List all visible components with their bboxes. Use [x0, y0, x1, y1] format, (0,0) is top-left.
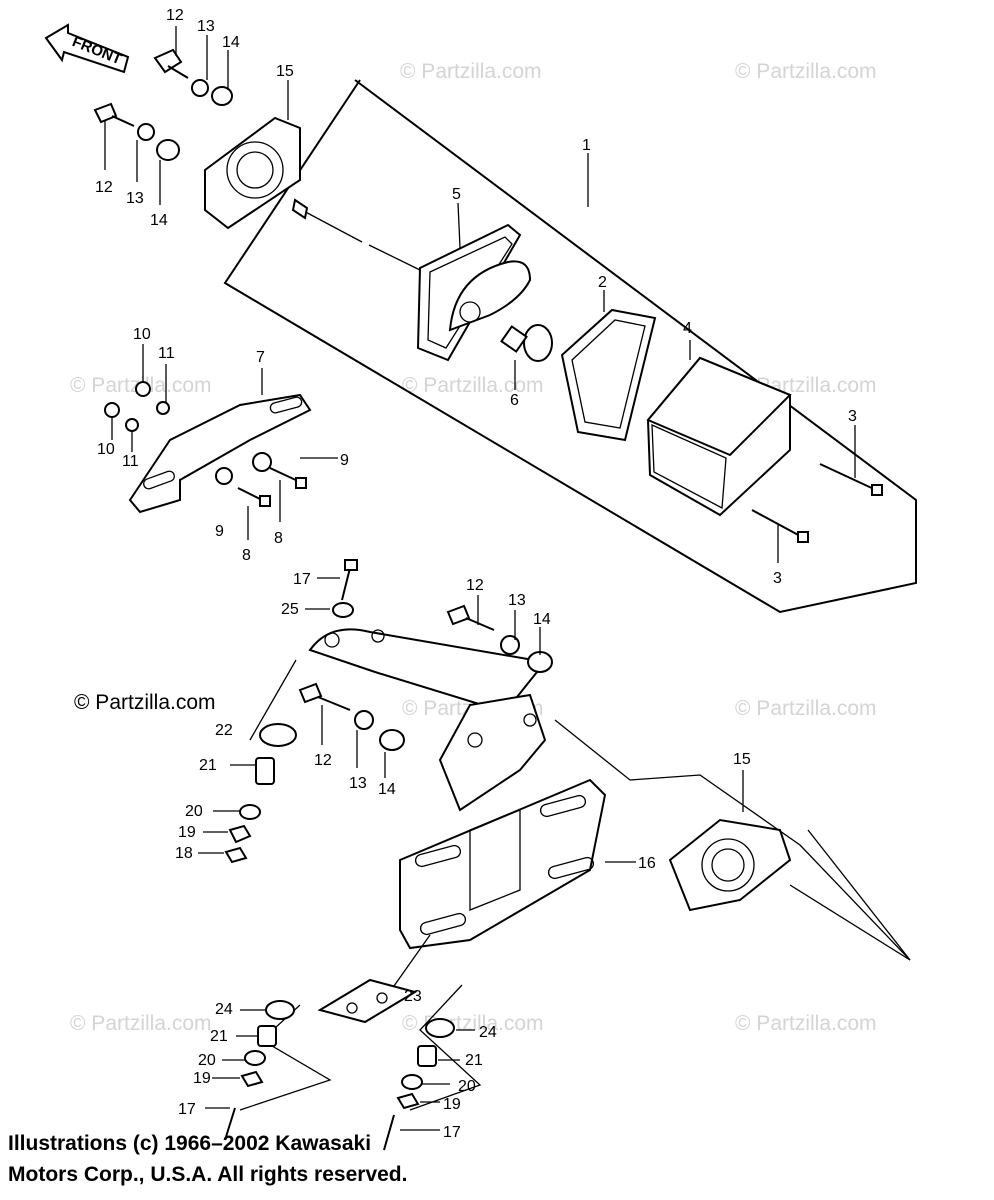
callout-13: 13: [349, 775, 367, 792]
license-plate-bracket: [104, 344, 338, 540]
watermark: © Partzilla.com: [402, 1012, 544, 1035]
callout-3: 3: [848, 408, 857, 425]
watermark: © Partzilla.com: [735, 697, 877, 720]
bulb: [500, 324, 553, 390]
callout-21: 21: [199, 757, 217, 774]
mount-bracket-15: [204, 116, 301, 230]
callout-20: 20: [458, 1078, 476, 1095]
watermark: © Partzilla.com: [735, 60, 877, 83]
callout-10: 10: [97, 441, 115, 458]
copyright-line-2: Motors Corp., U.S.A. All rights reserved…: [8, 1163, 408, 1186]
callout-25: 25: [281, 601, 299, 618]
upper-mounting-hardware: [93, 26, 301, 230]
callout-12: 12: [314, 752, 332, 769]
callout-20: 20: [185, 803, 203, 820]
callout-11: 11: [122, 453, 139, 470]
callout-18: 18: [175, 845, 193, 862]
callout-12: 12: [166, 7, 184, 24]
callout-14: 14: [533, 611, 551, 628]
tail-light-assembly-outline: [223, 79, 917, 614]
callout-labels: 1 2 3 3 4 5 6 7 8 8 9 9 10 10 11 11 12 1…: [95, 7, 857, 1141]
callout-17: 17: [178, 1101, 196, 1118]
callout-14: 14: [222, 34, 240, 51]
callout-3: 3: [773, 570, 782, 587]
callout-15: 15: [276, 63, 294, 80]
callout-14: 14: [150, 212, 168, 229]
callout-13: 13: [126, 190, 144, 207]
callout-23: 23: [404, 988, 422, 1005]
license-plate-mount-16: [399, 778, 607, 950]
callout-13: 13: [508, 592, 526, 609]
callout-20: 20: [198, 1052, 216, 1069]
callout-10: 10: [133, 326, 151, 343]
watermark-layer: © Partzilla.com © Partzilla.com © Partzi…: [70, 60, 877, 1035]
callout-11: 11: [158, 345, 175, 362]
front-arrow-icon: FRONT: [44, 23, 130, 74]
callout-1: 1: [582, 137, 591, 154]
right-mount-bracket: [554, 719, 911, 961]
callout-19: 19: [193, 1070, 211, 1087]
callout-24: 24: [215, 1001, 233, 1018]
copyright-line-1: Illustrations (c) 1966–2002 Kawasaki: [8, 1132, 372, 1155]
callout-13: 13: [197, 18, 215, 35]
callout-22: 22: [215, 722, 233, 739]
callout-6: 6: [510, 392, 519, 409]
lens-screws: [751, 425, 883, 563]
watermark: © Partzilla.com: [70, 1012, 212, 1035]
lens: [646, 340, 792, 517]
callout-16: 16: [638, 855, 656, 872]
callout-17: 17: [443, 1124, 461, 1141]
callout-24: 24: [479, 1024, 497, 1041]
lamp-base: [291, 198, 532, 362]
callout-21: 21: [465, 1052, 483, 1069]
callout-9: 9: [340, 452, 349, 469]
callout-21: 21: [210, 1028, 228, 1045]
watermark: © Partzilla.com: [400, 60, 542, 83]
callout-19: 19: [443, 1096, 461, 1113]
lower-mounting-hardware: [198, 559, 553, 1151]
callout-14: 14: [378, 781, 396, 798]
callout-17: 17: [293, 571, 311, 588]
callout-7: 7: [256, 349, 265, 366]
callout-5: 5: [452, 186, 461, 203]
callout-12: 12: [95, 179, 113, 196]
watermark-text: © Partzilla.com: [74, 691, 216, 714]
callout-12: 12: [466, 577, 484, 594]
callout-4: 4: [683, 320, 692, 337]
callout-15: 15: [733, 751, 751, 768]
callout-9: 9: [215, 523, 224, 540]
callout-2: 2: [598, 274, 607, 291]
callout-19: 19: [178, 824, 196, 841]
callout-8: 8: [274, 530, 283, 547]
gasket: [560, 290, 657, 442]
callout-8: 8: [242, 547, 251, 564]
rear-fender-bracket: [249, 628, 636, 1021]
watermark: © Partzilla.com: [402, 374, 544, 397]
watermark: © Partzilla.com: [735, 1012, 877, 1035]
